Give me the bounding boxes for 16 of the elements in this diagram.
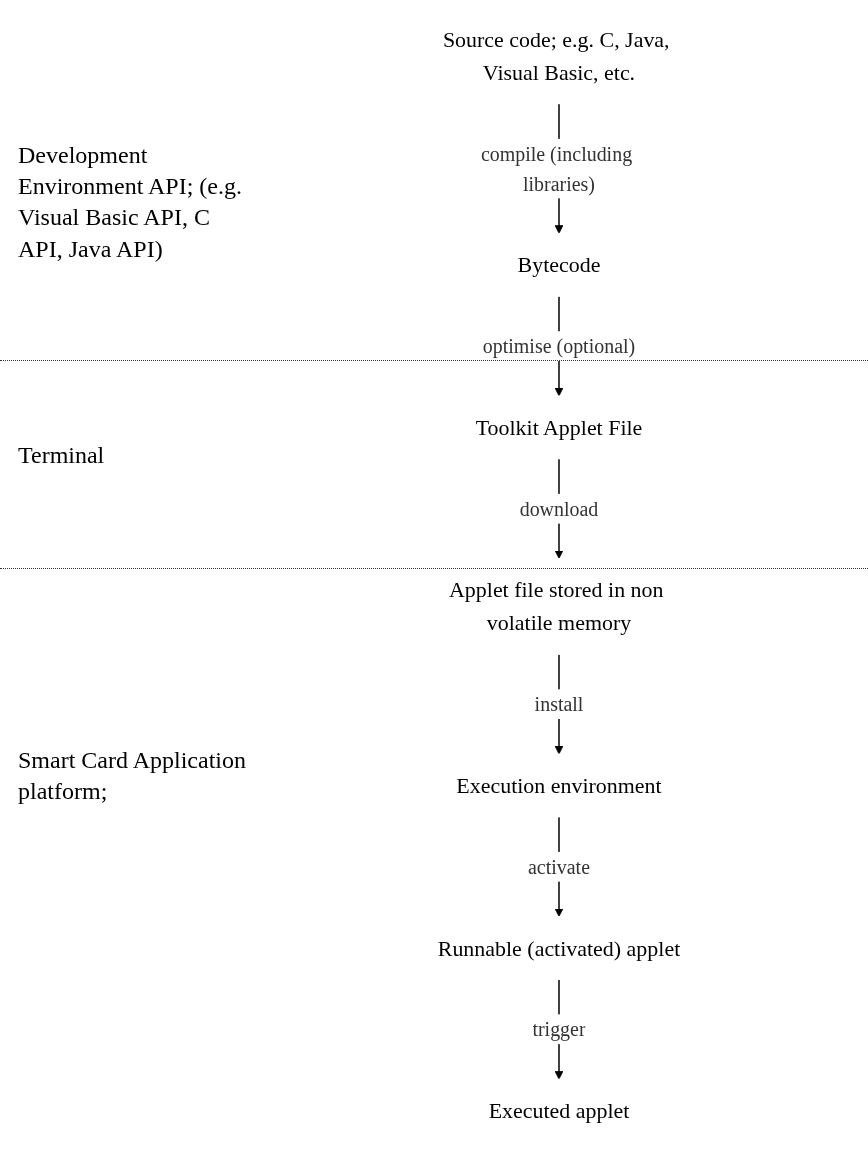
edge-label: optimise (optional) bbox=[482, 335, 636, 358]
node-text: Execution environment bbox=[456, 772, 662, 798]
node-text: Applet file stored in non volatile memory bbox=[448, 577, 664, 636]
zone-label: Development Environment API; (e.g. Visual Basic API, C API, Java API) bbox=[18, 141, 243, 264]
edge-label: trigger bbox=[532, 1018, 586, 1041]
edge-label: activate bbox=[527, 855, 591, 878]
node-text: Bytecode bbox=[517, 252, 601, 278]
node-text: Source code; e.g. C, Java, Visual Basic, etc. bbox=[442, 26, 670, 85]
edge-label: download bbox=[519, 497, 599, 520]
zone-label: Terminal bbox=[18, 441, 106, 470]
zone-label: Smart Card Application platform; bbox=[18, 746, 247, 807]
node-text: Runnable (activated) applet bbox=[437, 935, 681, 961]
node-text: Toolkit Applet File bbox=[475, 414, 643, 440]
edge-label: compile (including libraries) bbox=[480, 142, 633, 195]
node-text: Executed applet bbox=[488, 1098, 630, 1124]
edge-label: install bbox=[534, 693, 584, 716]
